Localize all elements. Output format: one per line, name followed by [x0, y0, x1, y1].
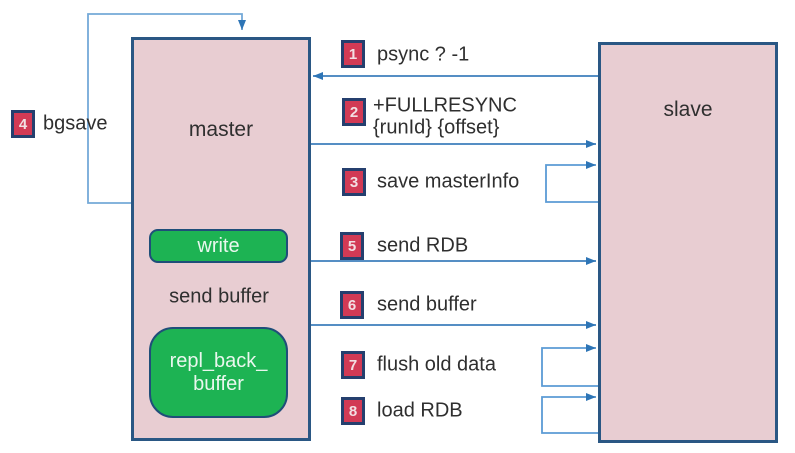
write-box: write: [149, 229, 288, 263]
save-masterinfo-loop-arrow: [545, 161, 598, 203]
step-5-badge: 5: [340, 232, 364, 260]
step-2-label-line2: {runId} {offset}: [373, 116, 500, 139]
step-2-label-line1: +FULLRESYNC: [373, 94, 517, 117]
step-4-label: bgsave: [43, 112, 108, 135]
send-buffer-internal-label: send buffer: [169, 285, 269, 308]
step-3-label: save masterInfo: [377, 170, 520, 193]
load-rdb-loop-arrow: [541, 393, 598, 434]
write-box-label: write: [197, 234, 240, 257]
step-3-badge: 3: [342, 168, 366, 196]
master-label: master: [188, 118, 254, 141]
slave-label: slave: [663, 98, 713, 121]
repl-back-buffer-label-line1: repl_back_: [169, 349, 268, 372]
step-8-badge: 8: [341, 397, 365, 425]
step-8-label: load RDB: [377, 399, 463, 422]
step-2-badge: 2: [342, 98, 366, 126]
slave-node: slave: [598, 42, 778, 443]
step-6-badge: 6: [340, 291, 364, 319]
flush-old-data-loop-arrow: [541, 344, 598, 387]
step-7-badge: 7: [341, 351, 365, 379]
step-5-label: send RDB: [377, 234, 469, 257]
step-7-label: flush old data: [377, 353, 496, 376]
step-1-label: psync ? -1: [377, 43, 470, 66]
repl-back-buffer-label-line2: buffer: [193, 372, 244, 395]
step-1-badge: 1: [341, 40, 365, 68]
step-4-badge: 4: [11, 110, 35, 138]
step-6-label: send buffer: [377, 293, 477, 316]
repl-back-buffer-box: repl_back_ buffer: [149, 327, 288, 418]
